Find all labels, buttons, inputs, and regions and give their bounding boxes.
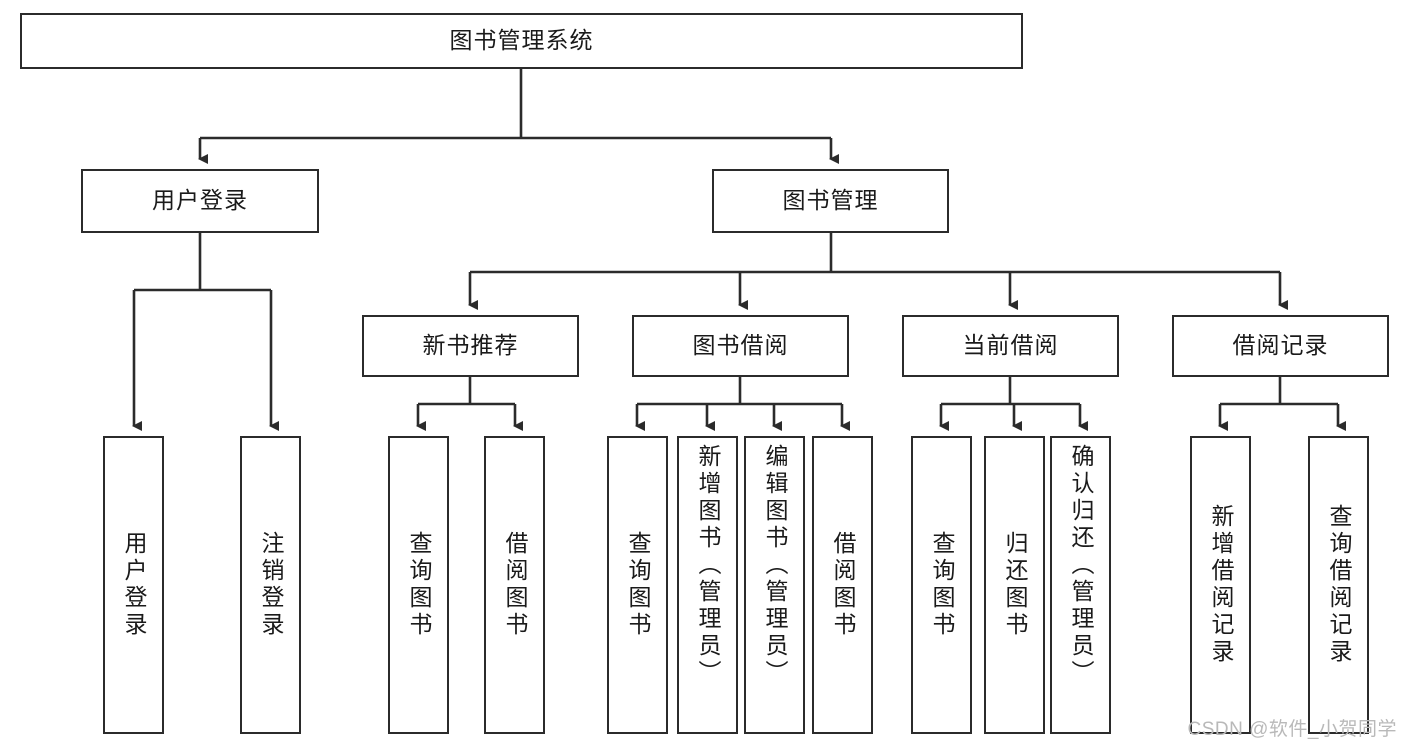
node-leaf-query-record[interactable]: 查询借阅记录 [1308, 436, 1369, 734]
node-book-manage-label: 图书管理 [782, 187, 879, 214]
node-current-borrow-label: 当前借阅 [962, 332, 1059, 359]
node-current-borrow[interactable]: 当前借阅 [902, 315, 1119, 377]
node-leaf-add-book-label: 新增图书（管理员） [695, 444, 721, 687]
node-leaf-edit-book[interactable]: 编辑图书（管理员） [744, 436, 805, 734]
node-leaf-query-book-cur-label: 查询图书 [929, 531, 955, 639]
node-leaf-return-book[interactable]: 归还图书 [984, 436, 1045, 734]
node-borrow-record[interactable]: 借阅记录 [1172, 315, 1389, 377]
node-leaf-add-book[interactable]: 新增图书（管理员） [677, 436, 738, 734]
node-leaf-borrow-book-label: 借阅图书 [830, 531, 856, 639]
node-leaf-logout-label: 注销登录 [258, 531, 284, 639]
node-book-borrow[interactable]: 图书借阅 [632, 315, 849, 377]
node-leaf-confirm-return-label: 确认归还（管理员） [1068, 444, 1094, 687]
node-leaf-query-book[interactable]: 查询图书 [607, 436, 668, 734]
node-leaf-confirm-return[interactable]: 确认归还（管理员） [1050, 436, 1111, 734]
node-root[interactable]: 图书管理系统 [20, 13, 1023, 69]
node-leaf-query-book-rec[interactable]: 查询图书 [388, 436, 449, 734]
node-new-book-rec[interactable]: 新书推荐 [362, 315, 579, 377]
node-leaf-query-book-rec-label: 查询图书 [406, 531, 432, 639]
node-leaf-add-record[interactable]: 新增借阅记录 [1190, 436, 1251, 734]
node-leaf-user-login[interactable]: 用户登录 [103, 436, 164, 734]
node-user-login-label: 用户登录 [152, 187, 248, 214]
node-leaf-borrow-book[interactable]: 借阅图书 [812, 436, 873, 734]
node-leaf-return-book-label: 归还图书 [1002, 531, 1028, 639]
node-leaf-logout[interactable]: 注销登录 [240, 436, 301, 734]
node-leaf-query-book-label: 查询图书 [625, 531, 651, 639]
node-leaf-user-login-label: 用户登录 [121, 531, 147, 639]
node-book-manage[interactable]: 图书管理 [712, 169, 949, 233]
node-leaf-query-book-cur[interactable]: 查询图书 [911, 436, 972, 734]
node-leaf-edit-book-label: 编辑图书（管理员） [762, 444, 788, 687]
node-new-book-rec-label: 新书推荐 [422, 332, 519, 359]
node-leaf-borrow-book-rec-label: 借阅图书 [502, 531, 528, 639]
node-book-borrow-label: 图书借阅 [692, 332, 789, 359]
node-leaf-borrow-book-rec[interactable]: 借阅图书 [484, 436, 545, 734]
node-user-login[interactable]: 用户登录 [81, 169, 319, 233]
node-leaf-add-record-label: 新增借阅记录 [1208, 504, 1234, 666]
node-root-label: 图书管理系统 [449, 27, 594, 54]
node-leaf-query-record-label: 查询借阅记录 [1326, 504, 1352, 666]
node-borrow-record-label: 借阅记录 [1232, 332, 1329, 359]
